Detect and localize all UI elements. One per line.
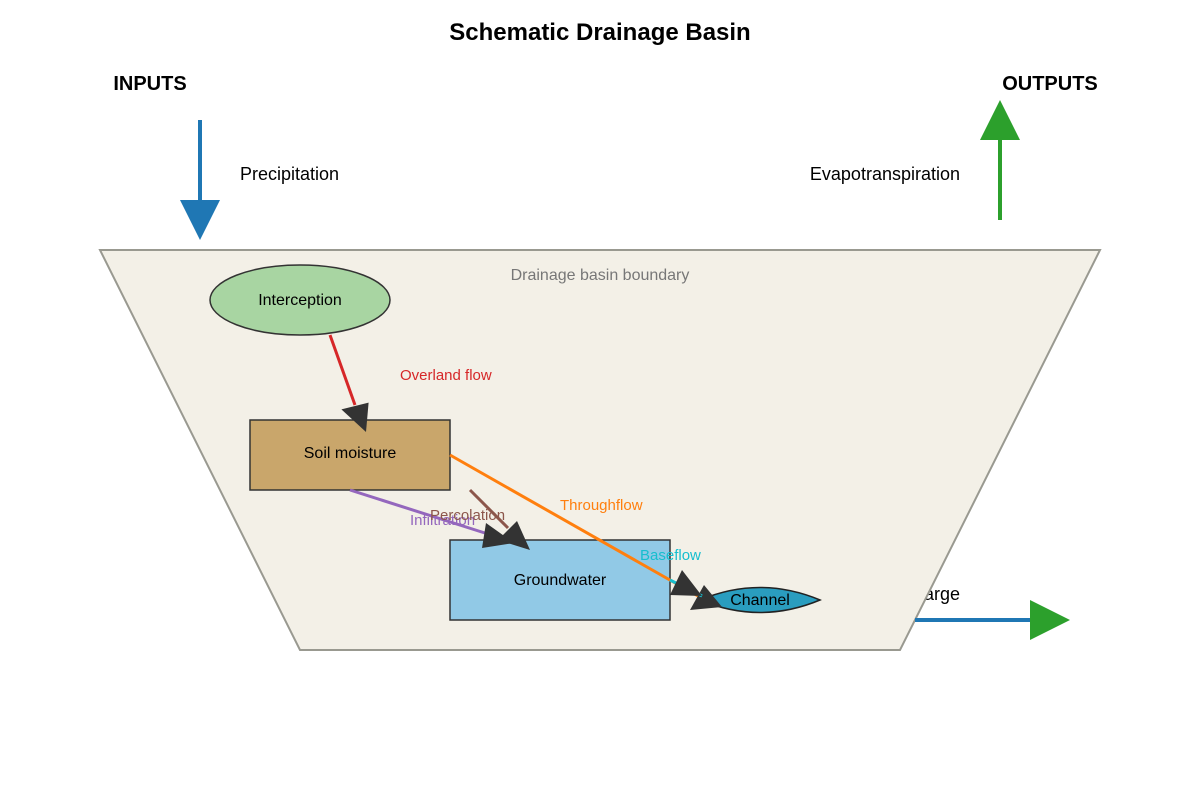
overland-flow-arrow	[328, 334, 369, 432]
baseflow-label: Baseflow	[640, 547, 701, 564]
evapotranspiration-label: Evapotranspiration	[810, 164, 960, 184]
throughflow-arrow	[449, 453, 722, 610]
discharge-arrow	[915, 600, 1070, 640]
precipitation-label: Precipitation	[240, 164, 339, 184]
basin-boundary-label: Drainage basin boundary	[511, 267, 690, 284]
interception-store	[209, 264, 391, 336]
inputs-heading: INPUTS	[113, 73, 186, 95]
drainage-basin-area	[98, 249, 1102, 651]
channel-label: Channel	[730, 592, 790, 609]
groundwater-label: Groundwater	[514, 572, 607, 589]
percolation-arrow	[468, 488, 530, 550]
precipitation-arrow	[180, 120, 220, 240]
overland-flow-label: Overland flow	[400, 367, 492, 384]
outputs-heading: OUTPUTS	[1002, 73, 1098, 95]
evapotranspiration-arrow	[980, 100, 1020, 220]
infiltration-label: Infiltration	[410, 512, 475, 529]
channel-store	[698, 586, 822, 614]
soil-moisture-label: Soil moisture	[304, 445, 397, 462]
baseflow-arrow	[669, 570, 703, 598]
throughflow-label: Throughflow	[560, 497, 643, 514]
diagram-title: Schematic Drainage Basin	[449, 19, 750, 46]
interception-label: Interception	[258, 292, 342, 309]
percolation-label: Percolation	[430, 507, 505, 524]
